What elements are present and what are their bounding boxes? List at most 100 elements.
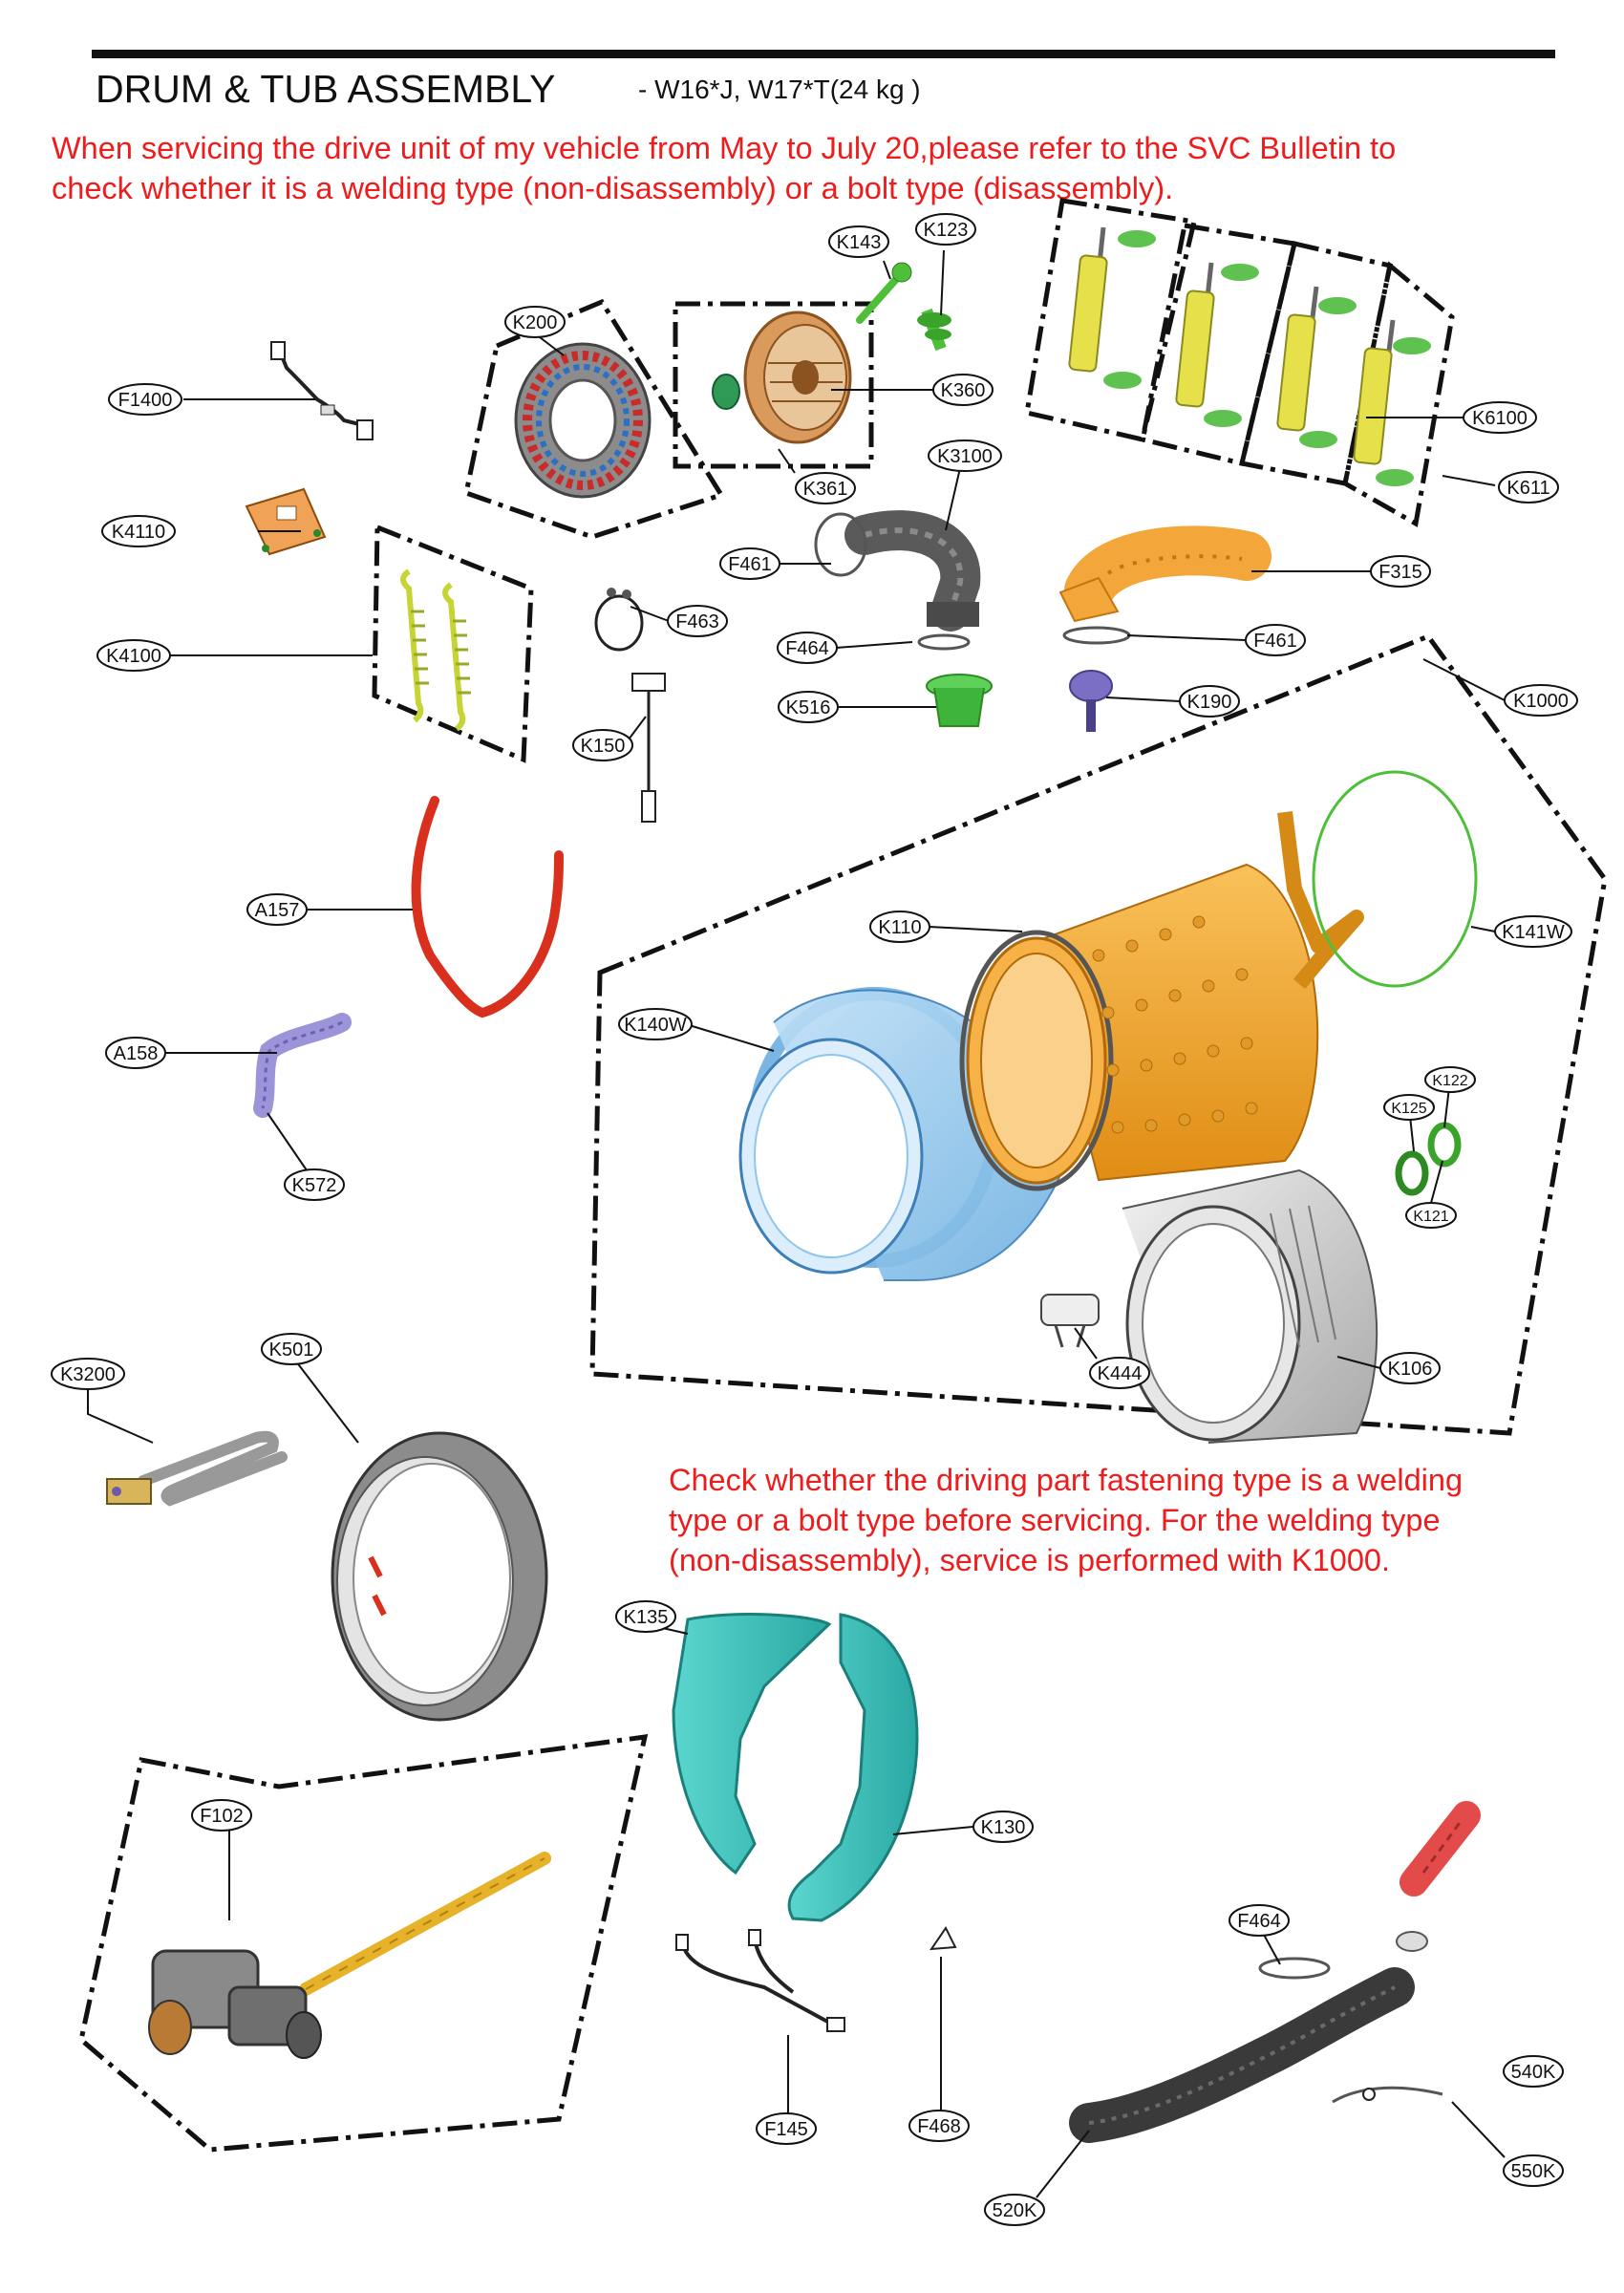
callout-k1000-text: K1000 [1513, 691, 1569, 712]
callout-k106: K106 [1379, 1352, 1441, 1384]
model-subtitle: - W16*J, W17*T(24 kg ) [638, 75, 921, 104]
callout-k516-text: K516 [786, 697, 831, 718]
f1400-wire-harness [270, 341, 374, 440]
f102-water-valve [148, 1852, 551, 2059]
callout-k141w-text: K141W [1502, 922, 1565, 943]
callout-f464-text: F464 [785, 638, 829, 659]
callout-k135-text: K135 [624, 1607, 669, 1628]
k4100-springs [400, 568, 471, 732]
k360-rotor [743, 311, 852, 444]
callout-k6100: K6100 [1463, 401, 1537, 434]
callout-k150: K150 [572, 729, 633, 761]
callout-k125: K125 [1383, 1094, 1435, 1121]
k135-gasket-upper [672, 1613, 832, 1875]
f464-clamp [917, 633, 971, 651]
callout-f461b: F461 [1245, 624, 1306, 656]
k4100-group-boundary [372, 524, 534, 763]
callout-k125-text: K125 [1391, 1101, 1426, 1117]
k141w-spider [1277, 770, 1478, 990]
callout-550k: 550K [1503, 2154, 1564, 2187]
callout-f464b: F464 [1229, 1904, 1290, 1937]
top-rule [92, 50, 1555, 58]
fastening-note-line-3: (non-disassembly), service is performed … [669, 1543, 1391, 1577]
a158-hose [253, 1013, 352, 1118]
callout-k611-text: K611 [1506, 478, 1549, 499]
callout-k4100: K4100 [96, 639, 171, 672]
callout-k444-text: K444 [1098, 1363, 1143, 1384]
k361-hub [712, 374, 740, 410]
callout-k200-text: K200 [513, 312, 558, 333]
callout-k110-text: K110 [878, 917, 921, 938]
callout-k3200-text: K3200 [60, 1364, 116, 1385]
callout-k611: K611 [1498, 471, 1559, 504]
callout-k135: K135 [615, 1600, 676, 1633]
callout-k143: K143 [828, 225, 889, 258]
callout-k572-text: K572 [292, 1175, 337, 1196]
callout-k121-text: K121 [1413, 1209, 1448, 1225]
fastening-note-line-1: Check whether the driving part fastening… [669, 1463, 1464, 1497]
k123-shaft [917, 308, 951, 352]
callout-f1400-text: F1400 [118, 390, 173, 411]
k106-tub-rear [1122, 1168, 1378, 1444]
callout-f461-text: F461 [728, 554, 772, 575]
callout-k4110-text: K4110 [112, 522, 165, 543]
k1000-group-boundary [589, 632, 1608, 1436]
callout-a157: A157 [246, 893, 308, 926]
callout-k123: K123 [915, 213, 976, 246]
callout-k141w: K141W [1494, 915, 1572, 948]
callout-f315: F315 [1370, 555, 1431, 588]
520k-drain-hose [1069, 1967, 1415, 2143]
k6100-group-boundary [1024, 198, 1198, 442]
k444-heater-sensor [1040, 1294, 1100, 1348]
callout-k122: K122 [1424, 1066, 1476, 1093]
callout-f461b-text: F461 [1253, 631, 1297, 652]
f463-clamp [594, 588, 644, 652]
k200-group-boundary [463, 298, 725, 540]
f145-harness [675, 1929, 845, 2032]
callout-k190-text: K190 [1187, 692, 1232, 713]
fastening-note-line-2: type or a bolt type before servicing. Fo… [669, 1503, 1441, 1537]
f468-clip [929, 1926, 957, 1951]
callout-k150-text: K150 [581, 736, 626, 757]
callout-f468-text: F468 [917, 2116, 961, 2137]
callout-k361-text: K361 [803, 479, 848, 500]
k3200-heater [106, 1430, 288, 1507]
callout-f102-text: F102 [200, 1806, 244, 1827]
a157-hose [411, 796, 564, 1018]
k501-balancer-ring [331, 1431, 548, 1722]
callout-f461: F461 [719, 547, 780, 580]
k125-seal [1395, 1150, 1429, 1196]
callout-f1400: F1400 [108, 383, 182, 416]
callout-k516: K516 [778, 691, 839, 723]
callout-k360: K360 [932, 374, 994, 406]
callout-540k-text: 540K [1511, 2062, 1556, 2083]
callout-f145-text: F145 [764, 2119, 808, 2140]
callout-f315-text: F315 [1378, 562, 1422, 583]
callout-k106-text: K106 [1388, 1359, 1433, 1380]
k360-group-boundary [673, 301, 874, 469]
550k-wire [1332, 2086, 1443, 2104]
callout-550k-text: 550K [1511, 2161, 1556, 2182]
callout-k143-text: K143 [837, 232, 882, 253]
k4110-bracket [245, 487, 327, 556]
callout-f464: F464 [777, 632, 838, 664]
k130-gasket-lower [787, 1613, 919, 1922]
callout-k190: K190 [1179, 685, 1240, 718]
callout-k6100-text: K6100 [1472, 408, 1528, 429]
callout-k3200: K3200 [51, 1358, 125, 1390]
callout-k3100: K3100 [928, 439, 1002, 472]
callout-a158-text: A158 [114, 1043, 159, 1064]
k150-sensor [631, 673, 666, 823]
callout-k140w-text: K140W [624, 1015, 687, 1036]
callout-f464b-text: F464 [1237, 1911, 1281, 1932]
callout-k501-text: K501 [269, 1339, 314, 1361]
callout-k4110: K4110 [101, 515, 176, 547]
callout-k140w: K140W [618, 1008, 693, 1040]
service-note-line-2: check whether it is a welding type (non-… [52, 171, 1174, 205]
callout-k360-text: K360 [941, 380, 986, 401]
callout-f468: F468 [908, 2110, 970, 2142]
callout-k200: K200 [504, 306, 566, 338]
callout-520k-text: 520K [993, 2200, 1037, 2221]
callout-a158: A158 [105, 1037, 166, 1069]
